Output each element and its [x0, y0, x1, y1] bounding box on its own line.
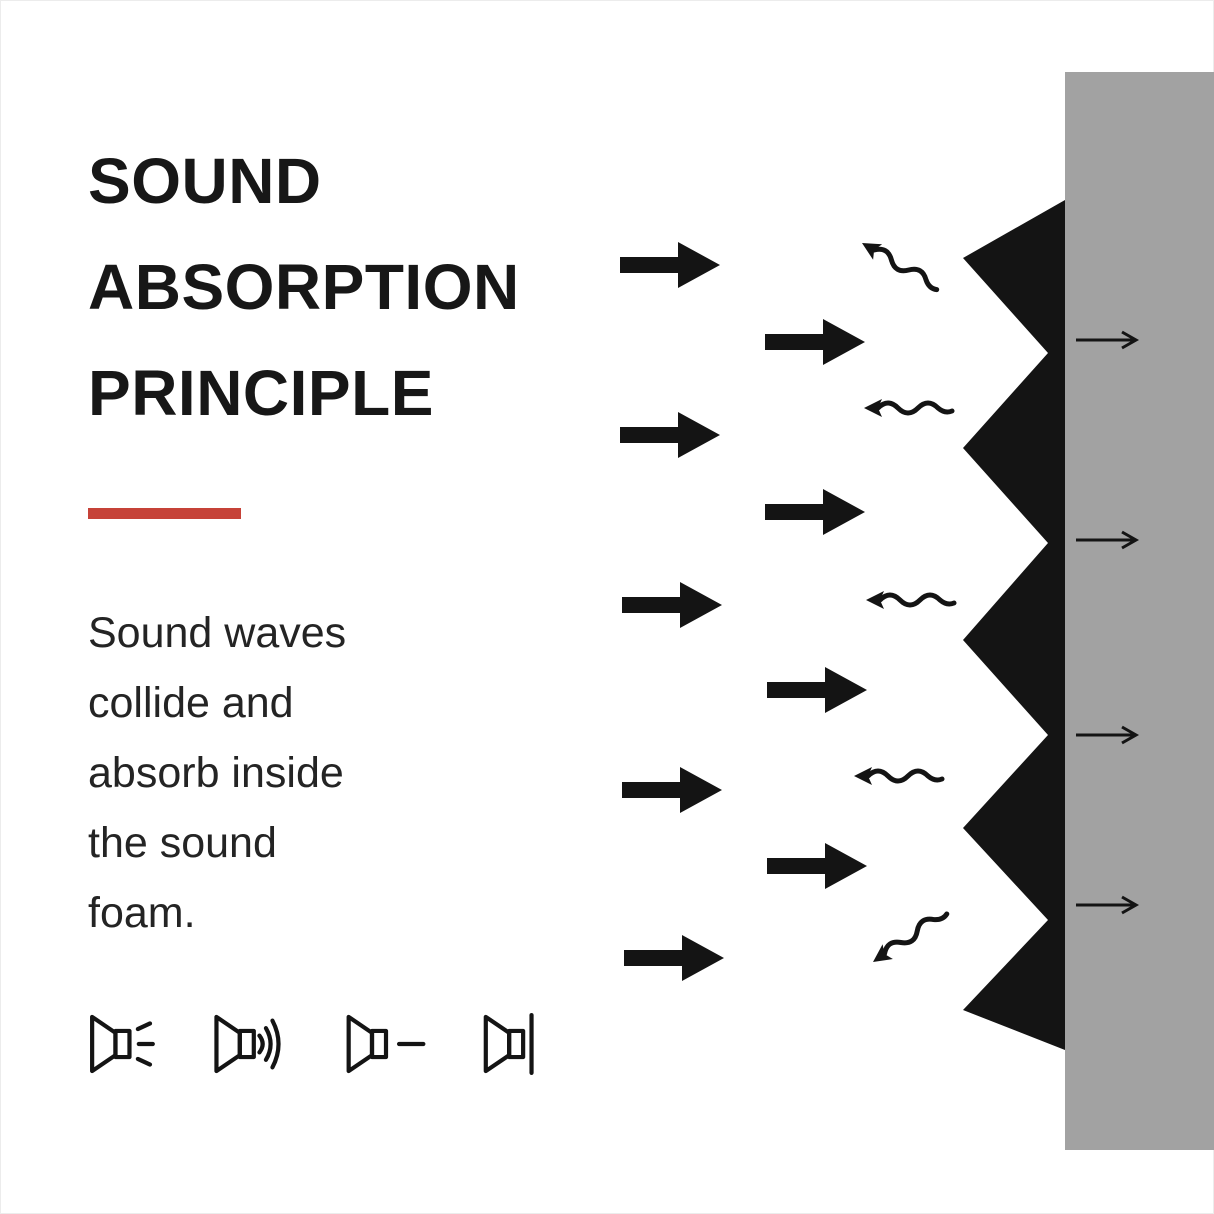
reflected-wave-arrow	[873, 911, 950, 962]
incoming-sound-arrow	[765, 319, 865, 365]
speaker-single-dash-icon	[346, 1014, 426, 1074]
transmitted-sound-arrow	[1076, 530, 1140, 550]
incoming-sound-arrow	[620, 412, 720, 458]
transmitted-sound-arrow	[1076, 895, 1140, 915]
wall	[1065, 72, 1214, 1150]
page-title: SOUND ABSORPTION PRINCIPLE	[88, 128, 520, 446]
acoustic-foam-wedges	[963, 200, 1065, 1050]
speaker-emission-dashes-glyph	[90, 1014, 155, 1074]
incoming-sound-arrow	[622, 582, 722, 628]
incoming-sound-arrow	[624, 935, 724, 981]
speaker-sound-waves-icon	[214, 1014, 281, 1074]
reflected-wave-arrow	[866, 591, 957, 609]
speaker-single-dash-glyph	[346, 1014, 426, 1074]
reflected-wave-arrow	[864, 399, 955, 417]
title-line-1: SOUND	[88, 145, 322, 217]
transmitted-sound-arrow	[1076, 330, 1140, 350]
incoming-sound-arrow	[765, 489, 865, 535]
reflected-wave-arrow	[854, 767, 945, 785]
transmitted-sound-arrow	[1076, 725, 1140, 745]
speaker-emission-dashes-icon	[90, 1014, 155, 1074]
incoming-sound-arrow	[767, 667, 867, 713]
reflected-wave-arrow	[862, 243, 940, 293]
speaker-mute-bar-icon	[483, 1012, 534, 1076]
accent-divider	[88, 508, 241, 519]
description-text: Sound waves collide and absorb inside th…	[88, 609, 347, 937]
title-line-3: PRINCIPLE	[88, 357, 434, 429]
title-line-2: ABSORPTION	[88, 251, 520, 323]
speaker-sound-waves-glyph	[214, 1014, 281, 1074]
speaker-mute-bar-glyph	[483, 1012, 534, 1076]
speaker-icons-row	[82, 1002, 544, 1086]
incoming-sound-arrow	[767, 843, 867, 889]
incoming-sound-arrow	[620, 242, 720, 288]
incoming-sound-arrow	[622, 767, 722, 813]
